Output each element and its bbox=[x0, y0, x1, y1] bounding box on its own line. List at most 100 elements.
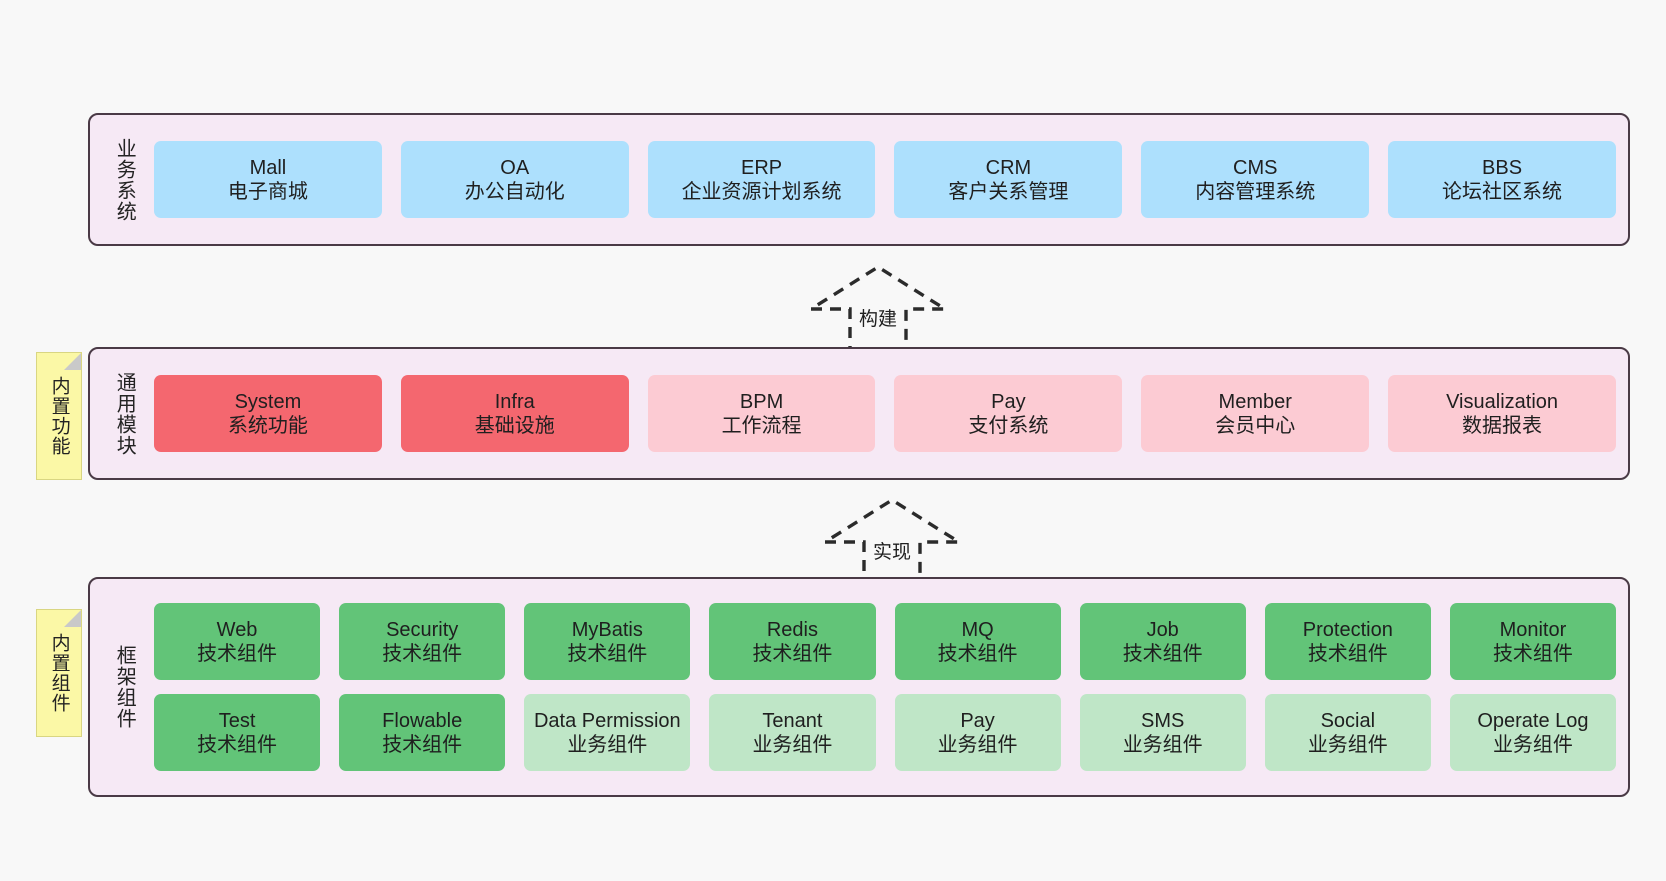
card-monitor[interactable]: Monitor 技术组件 bbox=[1449, 603, 1616, 680]
card-protection[interactable]: Protection 技术组件 bbox=[1264, 603, 1431, 680]
tag-builtin-features: 内置功能 bbox=[36, 352, 82, 480]
section-framework-components: 框架组件 Web 技术组件 Security 技术组件 MyBatis 技术组件… bbox=[88, 577, 1630, 797]
card-sms-cn: 业务组件 bbox=[1122, 733, 1203, 756]
common-cards-area: System 系统功能 Infra 基础设施 BPM 工作流程 Pay 支付系统… bbox=[146, 359, 1616, 468]
section-common-modules: 通用模块 System 系统功能 Infra 基础设施 BPM 工作流程 Pay… bbox=[88, 347, 1630, 480]
card-crm-cn: 客户关系管理 bbox=[948, 180, 1069, 203]
card-security[interactable]: Security 技术组件 bbox=[339, 603, 506, 680]
card-erp-cn: 企业资源计划系统 bbox=[681, 180, 842, 203]
card-bpm-cn: 工作流程 bbox=[721, 414, 802, 437]
business-card-row: Mall 电子商城 OA 办公自动化 ERP 企业资源计划系统 CRM 客户关系… bbox=[154, 141, 1616, 218]
card-pay-module[interactable]: Pay 支付系统 bbox=[894, 375, 1123, 452]
card-infra-cn: 基础设施 bbox=[474, 414, 555, 437]
card-operate-log-cn: 业务组件 bbox=[1492, 733, 1573, 756]
card-bbs[interactable]: BBS 论坛社区系统 bbox=[1388, 141, 1616, 218]
card-cms-en: CMS bbox=[1233, 156, 1278, 179]
card-data-permission-en: Data Permission bbox=[533, 709, 681, 732]
card-security-en: Security bbox=[386, 618, 459, 641]
card-operate-log[interactable]: Operate Log 业务组件 bbox=[1449, 694, 1616, 771]
card-bbs-en: BBS bbox=[1482, 156, 1523, 179]
card-data-permission-cn: 业务组件 bbox=[567, 733, 648, 756]
card-erp[interactable]: ERP 企业资源计划系统 bbox=[647, 141, 876, 218]
arrow-build: 构建 bbox=[803, 262, 953, 357]
card-member-en: Member bbox=[1218, 390, 1292, 413]
section-business-systems: 业务系统 Mall 电子商城 OA 办公自动化 ERP 企业资源计划系统 CRM… bbox=[88, 113, 1630, 246]
card-mybatis[interactable]: MyBatis 技术组件 bbox=[524, 603, 691, 680]
card-test-en: Test bbox=[218, 709, 256, 732]
card-member[interactable]: Member 会员中心 bbox=[1141, 375, 1370, 452]
common-card-row: System 系统功能 Infra 基础设施 BPM 工作流程 Pay 支付系统… bbox=[154, 375, 1616, 452]
card-sms-en: SMS bbox=[1141, 709, 1185, 732]
framework-card-row-business: Test 技术组件 Flowable 技术组件 Data Permission … bbox=[154, 694, 1616, 771]
card-flowable-en: Flowable bbox=[382, 709, 463, 732]
card-web[interactable]: Web 技术组件 bbox=[154, 603, 321, 680]
section-business-title: 业务系统 bbox=[113, 137, 136, 222]
card-member-cn: 会员中心 bbox=[1215, 414, 1296, 437]
card-pay-component-en: Pay bbox=[960, 709, 995, 732]
card-system[interactable]: System 系统功能 bbox=[154, 375, 382, 452]
card-tenant[interactable]: Tenant 业务组件 bbox=[709, 694, 876, 771]
card-bpm-en: BPM bbox=[739, 390, 784, 413]
card-tenant-cn: 业务组件 bbox=[752, 733, 833, 756]
arrow-implement-label: 实现 bbox=[872, 542, 911, 563]
tag-builtin-components: 内置组件 bbox=[36, 609, 82, 737]
card-visualization-en: Visualization bbox=[1446, 390, 1559, 413]
card-system-en: System bbox=[234, 390, 302, 413]
card-social-cn: 业务组件 bbox=[1307, 733, 1388, 756]
card-test[interactable]: Test 技术组件 bbox=[154, 694, 321, 771]
arrow-implement: 实现 bbox=[817, 495, 967, 590]
tag-builtin-components-label: 内置组件 bbox=[48, 633, 70, 713]
card-monitor-cn: 技术组件 bbox=[1492, 642, 1573, 665]
card-redis-en: Redis bbox=[766, 618, 818, 641]
card-web-en: Web bbox=[216, 618, 258, 641]
card-pay-component[interactable]: Pay 业务组件 bbox=[894, 694, 1061, 771]
arrow-build-shape bbox=[805, 264, 951, 357]
card-data-permission[interactable]: Data Permission 业务组件 bbox=[524, 694, 691, 771]
card-mall-en: Mall bbox=[249, 156, 287, 179]
section-framework-title: 框架组件 bbox=[113, 645, 136, 729]
card-operate-log-en: Operate Log bbox=[1477, 709, 1589, 732]
card-mybatis-cn: 技术组件 bbox=[567, 642, 648, 665]
card-system-cn: 系统功能 bbox=[227, 414, 308, 437]
card-erp-en: ERP bbox=[741, 156, 783, 179]
card-infra[interactable]: Infra 基础设施 bbox=[400, 375, 629, 452]
card-mall[interactable]: Mall 电子商城 bbox=[154, 141, 382, 218]
card-oa-en: OA bbox=[500, 156, 530, 179]
card-bbs-cn: 论坛社区系统 bbox=[1442, 180, 1563, 203]
card-visualization-cn: 数据报表 bbox=[1462, 414, 1543, 437]
card-flowable-cn: 技术组件 bbox=[382, 733, 463, 756]
card-social[interactable]: Social 业务组件 bbox=[1264, 694, 1431, 771]
card-tenant-en: Tenant bbox=[762, 709, 823, 732]
card-visualization[interactable]: Visualization 数据报表 bbox=[1388, 375, 1616, 452]
card-flowable[interactable]: Flowable 技术组件 bbox=[339, 694, 506, 771]
framework-card-row-technical: Web 技术组件 Security 技术组件 MyBatis 技术组件 Redi… bbox=[154, 603, 1616, 680]
card-job[interactable]: Job 技术组件 bbox=[1079, 603, 1246, 680]
card-job-cn: 技术组件 bbox=[1122, 642, 1203, 665]
business-cards-area: Mall 电子商城 OA 办公自动化 ERP 企业资源计划系统 CRM 客户关系… bbox=[146, 125, 1616, 234]
card-sms[interactable]: SMS 业务组件 bbox=[1079, 694, 1246, 771]
card-mall-cn: 电子商城 bbox=[227, 180, 308, 203]
section-common-title: 通用模块 bbox=[113, 371, 136, 456]
card-bpm[interactable]: BPM 工作流程 bbox=[647, 375, 876, 452]
card-crm[interactable]: CRM 客户关系管理 bbox=[894, 141, 1123, 218]
card-pay-module-cn: 支付系统 bbox=[968, 414, 1049, 437]
card-oa[interactable]: OA 办公自动化 bbox=[400, 141, 629, 218]
card-redis[interactable]: Redis 技术组件 bbox=[709, 603, 876, 680]
card-redis-cn: 技术组件 bbox=[752, 642, 833, 665]
framework-cards-area: Web 技术组件 Security 技术组件 MyBatis 技术组件 Redi… bbox=[146, 589, 1616, 785]
card-monitor-en: Monitor bbox=[1499, 618, 1567, 641]
card-protection-en: Protection bbox=[1302, 618, 1393, 641]
card-cms[interactable]: CMS 内容管理系统 bbox=[1141, 141, 1370, 218]
card-cms-cn: 内容管理系统 bbox=[1195, 180, 1316, 203]
card-mq[interactable]: MQ 技术组件 bbox=[894, 603, 1061, 680]
arrow-implement-shape bbox=[819, 497, 965, 590]
card-crm-en: CRM bbox=[985, 156, 1032, 179]
card-pay-component-cn: 业务组件 bbox=[937, 733, 1018, 756]
tag-builtin-features-label: 内置功能 bbox=[48, 376, 70, 456]
card-mq-en: MQ bbox=[961, 618, 994, 641]
card-security-cn: 技术组件 bbox=[382, 642, 463, 665]
card-social-en: Social bbox=[1320, 709, 1376, 732]
card-web-cn: 技术组件 bbox=[197, 642, 278, 665]
card-test-cn: 技术组件 bbox=[197, 733, 278, 756]
